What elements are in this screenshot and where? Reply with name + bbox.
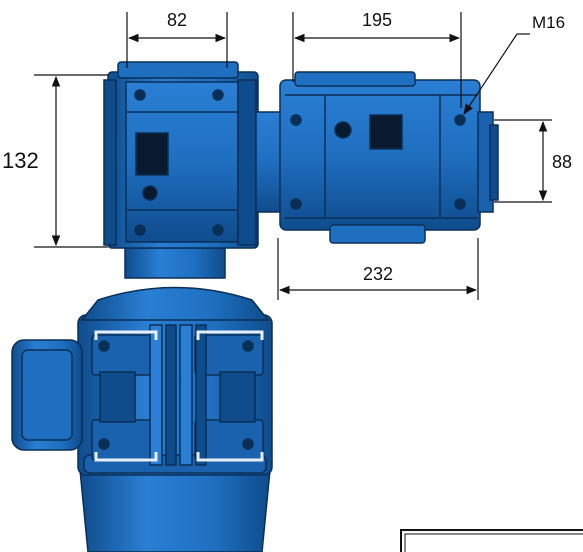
dimension-232: 232 [363, 264, 393, 284]
dimension-88: 88 [552, 152, 572, 172]
gearbox-housing [279, 71, 499, 244]
motor [11, 247, 273, 552]
thread-label: M16 [532, 13, 565, 32]
title-block-frame [400, 529, 583, 552]
dimension-82: 82 [167, 10, 187, 30]
gear-head [103, 61, 259, 249]
dimension-195: 195 [362, 10, 392, 30]
title-block-inner [404, 533, 583, 552]
dimension-lines [34, 12, 552, 300]
dimension-132: 132 [2, 148, 39, 173]
